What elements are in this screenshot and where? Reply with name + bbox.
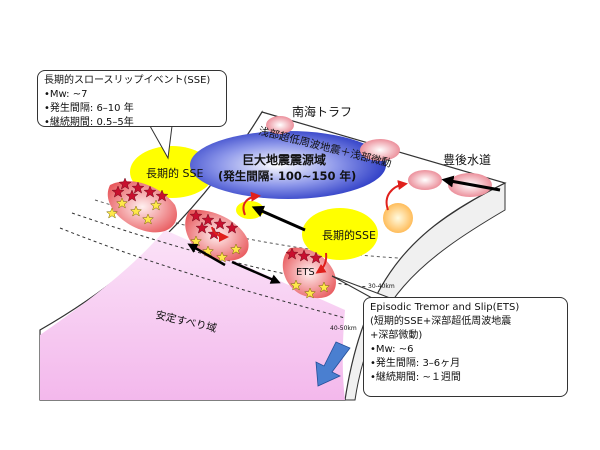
depth-contour-deep xyxy=(59,227,346,319)
sse-info-callout: 長期的スロースリップイベント(SSE) •Mw: ~7 •発生間隔: 6–10 … xyxy=(37,70,227,128)
label-depth-40-50: 40-50km xyxy=(330,325,357,332)
label-megaquake-title: 巨大地震震源域 xyxy=(242,152,326,167)
ets-callout-line: •Mw: ~6 xyxy=(370,344,414,355)
stable-slip-zone xyxy=(40,230,345,400)
tremor-stars xyxy=(105,197,331,299)
label-nankai-trough: 南海トラフ xyxy=(292,104,352,119)
sse-callout-line: •Mw: ~7 xyxy=(44,89,88,100)
sse-callout-line: •継続期間: 0.5–5年 xyxy=(44,117,134,128)
ets-info-callout: Episodic Tremor and Slip(ETS) (短期的SSE+深部… xyxy=(363,297,568,397)
ets-callout-line: +深部微動) xyxy=(370,330,423,341)
plate-motion-arrow xyxy=(315,341,351,387)
label-ets: ETS xyxy=(296,267,315,278)
ets-callout-title: Episodic Tremor and Slip(ETS) xyxy=(370,302,520,313)
sse-callout-title: 長期的スロースリップイベント(SSE) xyxy=(44,75,211,86)
ets-callout-line: (短期的SSE+深部超低周波地震 xyxy=(370,316,512,327)
long-term-sse-zone-east xyxy=(302,208,378,260)
shallow-event-blob-2 xyxy=(360,139,400,161)
ets-callout-line: •発生間隔: 3–6ヶ月 xyxy=(370,358,461,369)
shallow-event-blob-1 xyxy=(266,116,294,134)
depth-contour-30-40 xyxy=(71,212,369,288)
ets-callout-line: •継続期間: ~１週間 xyxy=(370,372,461,383)
deep-lfe-stars xyxy=(111,177,323,264)
label-bungo-channel: 豊後水道 xyxy=(443,153,491,167)
label-long-term-sse-east: 長期的SSE xyxy=(322,228,376,242)
label-depth-30-40: 30-40km xyxy=(368,283,395,290)
label-megaquake-interval: (発生間隔: 100~150 年) xyxy=(218,169,356,183)
label-long-term-sse-west: 長期的 SSE xyxy=(146,166,203,180)
sse-callout-line: •発生間隔: 6–10 年 xyxy=(44,103,134,114)
shallow-event-blob-3 xyxy=(408,170,442,190)
interaction-arrows xyxy=(211,180,408,274)
migration-arrows xyxy=(187,175,501,284)
slip-patch-orange xyxy=(383,203,413,233)
megaquake-source-region xyxy=(190,131,386,199)
